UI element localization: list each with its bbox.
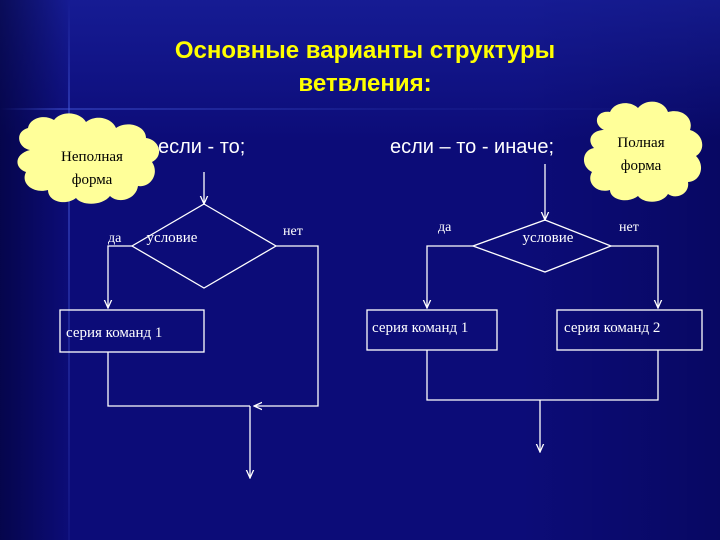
left-yes-label: да bbox=[108, 231, 122, 246]
right-cloud-shape bbox=[583, 101, 703, 202]
right-cloud-line-1: Полная bbox=[617, 135, 664, 151]
right-condition-diamond bbox=[471, 219, 613, 273]
right-condition-label: условие bbox=[523, 230, 574, 246]
title-line-2: ветвления: bbox=[298, 70, 432, 97]
right-merge-line bbox=[426, 350, 659, 401]
right-cloud: Полная форма bbox=[583, 101, 703, 202]
right-flowchart bbox=[366, 164, 703, 452]
left-flowchart bbox=[59, 172, 319, 478]
right-caption: если – то - иначе; bbox=[390, 136, 555, 158]
right-action-yes-box bbox=[366, 309, 498, 351]
decorative-horizontal-line bbox=[0, 108, 720, 110]
left-no-path bbox=[254, 245, 319, 406]
left-cloud-line-1: Неполная bbox=[61, 149, 123, 165]
right-action-yes-label: серия команд 1 bbox=[372, 320, 468, 336]
right-no-arrow bbox=[611, 245, 658, 308]
left-cloud-line-2: форма bbox=[72, 172, 113, 188]
decorative-vertical-line bbox=[68, 0, 70, 540]
title-line-1: Основные варианты структуры bbox=[174, 37, 556, 64]
left-cloud: Неполная форма bbox=[17, 113, 160, 204]
right-action-no-label: серия команд 2 bbox=[564, 320, 660, 336]
left-action-box bbox=[59, 309, 205, 353]
right-cloud-line-2: форма bbox=[621, 158, 662, 174]
left-cloud-shape bbox=[17, 113, 160, 204]
right-yes-label: да bbox=[438, 220, 452, 235]
left-action-merge-line bbox=[107, 352, 250, 407]
left-caption: если - то; bbox=[158, 136, 246, 158]
left-condition-diamond bbox=[130, 203, 278, 289]
left-condition-label: условие bbox=[147, 230, 198, 246]
right-yes-arrow bbox=[427, 245, 473, 308]
left-yes-arrow bbox=[108, 245, 132, 308]
right-no-label: нет bbox=[619, 220, 639, 235]
left-action-label: серия команд 1 bbox=[66, 325, 162, 341]
left-no-label: нет bbox=[283, 224, 303, 239]
slide-title: Основные варианты структуры ветвления: bbox=[0, 34, 720, 100]
right-action-no-box bbox=[556, 309, 703, 351]
